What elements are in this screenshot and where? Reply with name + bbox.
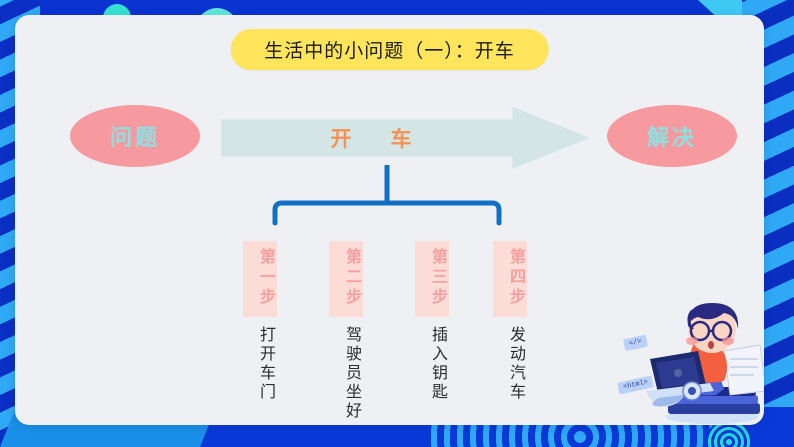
solution-label: 解决 <box>646 125 697 150</box>
step-description: 插入钥匙 <box>429 326 446 402</box>
bracket-icon <box>272 165 502 226</box>
step-item: 第一步 打开车门 <box>243 241 277 402</box>
step-item: 第三步 插入钥匙 <box>415 241 449 402</box>
bracket-connector <box>267 165 507 227</box>
step-chip: 第三步 <box>415 241 449 317</box>
step-chip: 第二步 <box>329 241 363 317</box>
step-item: 第二步 驾驶员坐好 <box>329 241 363 421</box>
step-description: 发动汽车 <box>507 326 524 402</box>
boy-with-laptop-illustration: </> <html> <box>617 299 764 425</box>
process-arrow: 开 车 <box>221 107 590 169</box>
step-chip: 第一步 <box>243 241 277 317</box>
step-item: 第四步 发动汽车 <box>493 241 527 402</box>
problem-label: 问题 <box>109 125 160 150</box>
step-description: 驾驶员坐好 <box>343 326 360 421</box>
problem-ellipse: 问题 <box>70 105 200 167</box>
steps-row: 第一步 打开车门 第二步 驾驶员坐好 第三步 插入钥匙 第四步 发动汽车 <box>243 241 539 421</box>
step-description: 打开车门 <box>257 326 274 402</box>
step-chip: 第四步 <box>493 241 527 317</box>
boy-figure-icon <box>646 303 764 424</box>
arrow-label: 开 车 <box>330 127 421 151</box>
background-top-band <box>0 0 794 16</box>
content-card: 生活中的小问题（一）：开车 问题 开 车 解决 第一步 打开车门 <box>15 15 764 425</box>
solution-ellipse: 解决 <box>607 105 737 167</box>
page-title: 生活中的小问题（一）：开车 <box>230 29 549 70</box>
